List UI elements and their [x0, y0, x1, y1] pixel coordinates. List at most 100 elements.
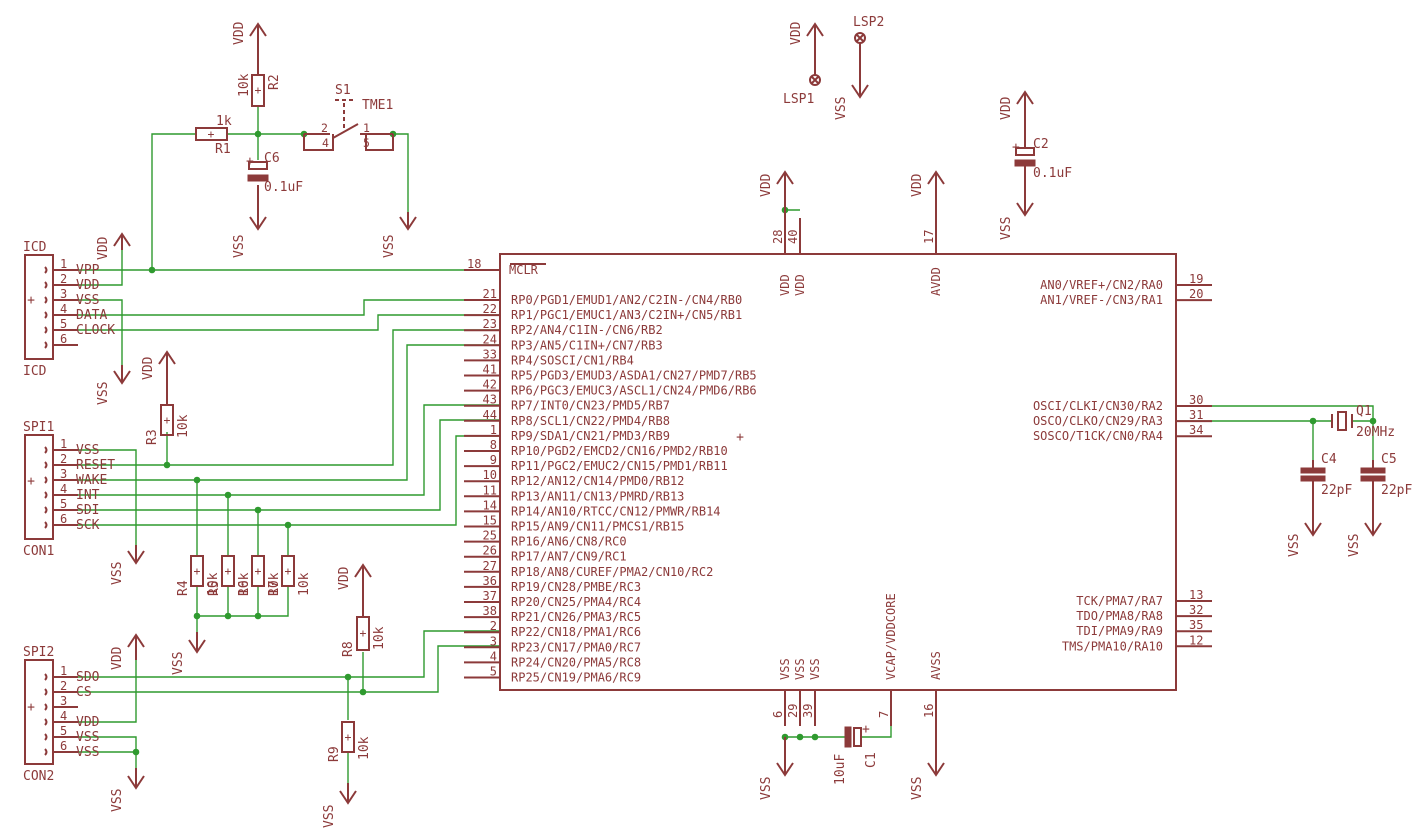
- mcu-left-pin-label: RP13/AN11/CN13/PMRD/RB13: [511, 489, 684, 503]
- mcu-left-pin-num: 2: [490, 619, 497, 633]
- c4-name: C4: [1321, 452, 1337, 467]
- mcu-bottom-pin-label: VSS: [778, 658, 792, 680]
- spi2-pin-contact: [44, 733, 48, 741]
- svg-text:+: +: [225, 564, 232, 578]
- spi2-pin-num: 6: [60, 739, 67, 753]
- r3-name: R3: [145, 429, 160, 445]
- mcu-bottom-pin-label: VSS: [808, 658, 822, 680]
- svg-text:+: +: [208, 127, 215, 141]
- mcu-right-pin-num: 32: [1189, 603, 1203, 617]
- c2-value: 0.1uF: [1033, 166, 1072, 181]
- mcu-left-pin-label: RP17/AN7/CN9/RC1: [511, 550, 627, 564]
- lsp1-name: LSP1: [783, 92, 814, 107]
- spi2-pin-label: VSS: [76, 745, 99, 760]
- s1-value: TME1: [362, 98, 393, 113]
- spi2-pin-contact: [44, 673, 48, 681]
- mcu-bottom-pin-label: AVSS: [929, 651, 943, 680]
- capacitor-c4: C4 22pF: [1300, 452, 1352, 522]
- mcu-body: [499, 253, 1177, 691]
- vss-arrow-icon: [1364, 522, 1382, 537]
- c5-value: 22pF: [1381, 483, 1412, 498]
- vss-label: VSS: [759, 777, 774, 800]
- vss-arrow-icon: [399, 216, 417, 231]
- spi2-pin-label: SDO: [76, 670, 100, 685]
- mcu-left-pin-num: 42: [483, 378, 497, 392]
- mcu-left-pin-num: 43: [483, 393, 497, 407]
- mcu-left-pin-num: 27: [483, 559, 497, 573]
- mcu-left-pin-num: 5: [490, 665, 497, 679]
- r5-name: R5: [207, 580, 222, 596]
- mcu-left-pin-label: RP24/CN20/PMA5/RC8: [511, 655, 641, 669]
- c5-name: C5: [1381, 452, 1397, 467]
- svg-text:+: +: [255, 83, 262, 97]
- mcu-top-pin-num: 40: [786, 230, 800, 244]
- mcu-left-pin-label: RP4/SOSCI/CN1/RB4: [511, 353, 634, 367]
- s1-pin2: 2: [321, 121, 328, 135]
- mcu-left-pin-label: RP22/CN18/PMA1/RC6: [511, 625, 641, 639]
- icd-origin: +: [27, 293, 35, 308]
- mcu-left-pin-label: RP23/CN17/PMA0/RC7: [511, 640, 641, 654]
- svg-text:+: +: [246, 154, 254, 169]
- mcu-top-pin-num: 28: [771, 230, 785, 244]
- mcu-right-pin-num: 13: [1189, 588, 1203, 602]
- icd-pin-contact: [44, 266, 48, 274]
- mcu-left-pin-num: 41: [483, 363, 497, 377]
- svg-text:+: +: [194, 564, 201, 578]
- mcu-left-pin-num: 10: [483, 468, 497, 482]
- svg-text:+: +: [345, 730, 352, 744]
- vss-label: VSS: [110, 562, 125, 585]
- c1-name: C1: [864, 752, 879, 768]
- icd-pin-contact: [44, 281, 48, 289]
- mcu-right-pin-num: 35: [1189, 618, 1203, 632]
- s1-pin1: 1: [363, 121, 370, 135]
- vdd-label: VDD: [337, 566, 352, 590]
- spi2-origin: +: [27, 700, 35, 715]
- vdd-label: VDD: [96, 236, 111, 260]
- r1-name: R1: [215, 142, 231, 157]
- r7-value: 10k: [297, 572, 312, 596]
- spi1-pin-contact: [44, 446, 48, 454]
- mcu-left-pin-num: 33: [483, 347, 497, 361]
- spi1-pin-num: 1: [60, 437, 67, 451]
- r3-value: 10k: [176, 414, 191, 438]
- q1-value: 20MHz: [1356, 425, 1395, 440]
- spi1-value: CON1: [23, 544, 54, 559]
- r6-value: 10k: [267, 572, 282, 596]
- mcu-top-pin-label: VDD: [793, 274, 807, 296]
- solder-point-lsp2: LSP2: [853, 15, 884, 90]
- mcu-left-pin-num: 11: [483, 483, 497, 497]
- vss-arrow-icon: [776, 762, 794, 777]
- mcu-left-pin-num: 44: [483, 408, 497, 422]
- mcu-left-pin-label: RP6/PGC3/EMUC3/ASCL1/CN24/PMD6/RB6: [511, 384, 757, 398]
- icd-pin-num: 5: [60, 317, 67, 331]
- vss-arrow-icon: [927, 762, 945, 777]
- mcu-right-pin-label: OSCO/CLKO/CN29/RA3: [1033, 414, 1163, 428]
- mcu-left-pin-num: 1: [490, 423, 497, 437]
- spi1-pin-num: 4: [60, 482, 67, 496]
- spi1-pin-contact: [44, 521, 48, 529]
- mcu-left-pin-label: RP5/PGD3/EMUD3/ASDA1/CN27/PMD7/RB5: [511, 369, 757, 383]
- vss-label: VSS: [110, 789, 125, 812]
- mcu-left-pin-label: RP16/AN6/CN8/RC0: [511, 535, 627, 549]
- svg-text:+: +: [255, 564, 262, 578]
- vss-arrow-icon: [1016, 202, 1034, 217]
- icd-pin-label: VPP: [76, 263, 100, 278]
- r8-name: R8: [341, 641, 356, 657]
- vss-label: VSS: [382, 235, 397, 258]
- spi2-pin-num: 2: [60, 679, 67, 693]
- spi1-pin-contact: [44, 476, 48, 484]
- mcu-left-pin-label: RP12/AN12/CN14/PMD0/RB12: [511, 474, 684, 488]
- mcu-top-pin-num: 17: [922, 230, 936, 244]
- vdd-label: VDD: [759, 173, 774, 197]
- mcu-left-pin-label: RP1/PGC1/EMUC1/AN3/C2IN+/CN5/RB1: [511, 308, 742, 322]
- spi1-pin-label: INT: [76, 488, 100, 503]
- mcu-left-pin-label: RP18/AN8/CUREF/PMA2/CN10/RC2: [511, 565, 713, 579]
- vss-arrow-icon: [1304, 522, 1322, 537]
- spi2-pin-label: CS: [76, 685, 92, 700]
- mcu-right-pin-num: 19: [1189, 272, 1203, 286]
- mcu-left-pin-label: RP15/AN9/CN11/PMCS1/RB15: [511, 520, 684, 534]
- mcu-bottom-pin-num: 6: [771, 711, 785, 718]
